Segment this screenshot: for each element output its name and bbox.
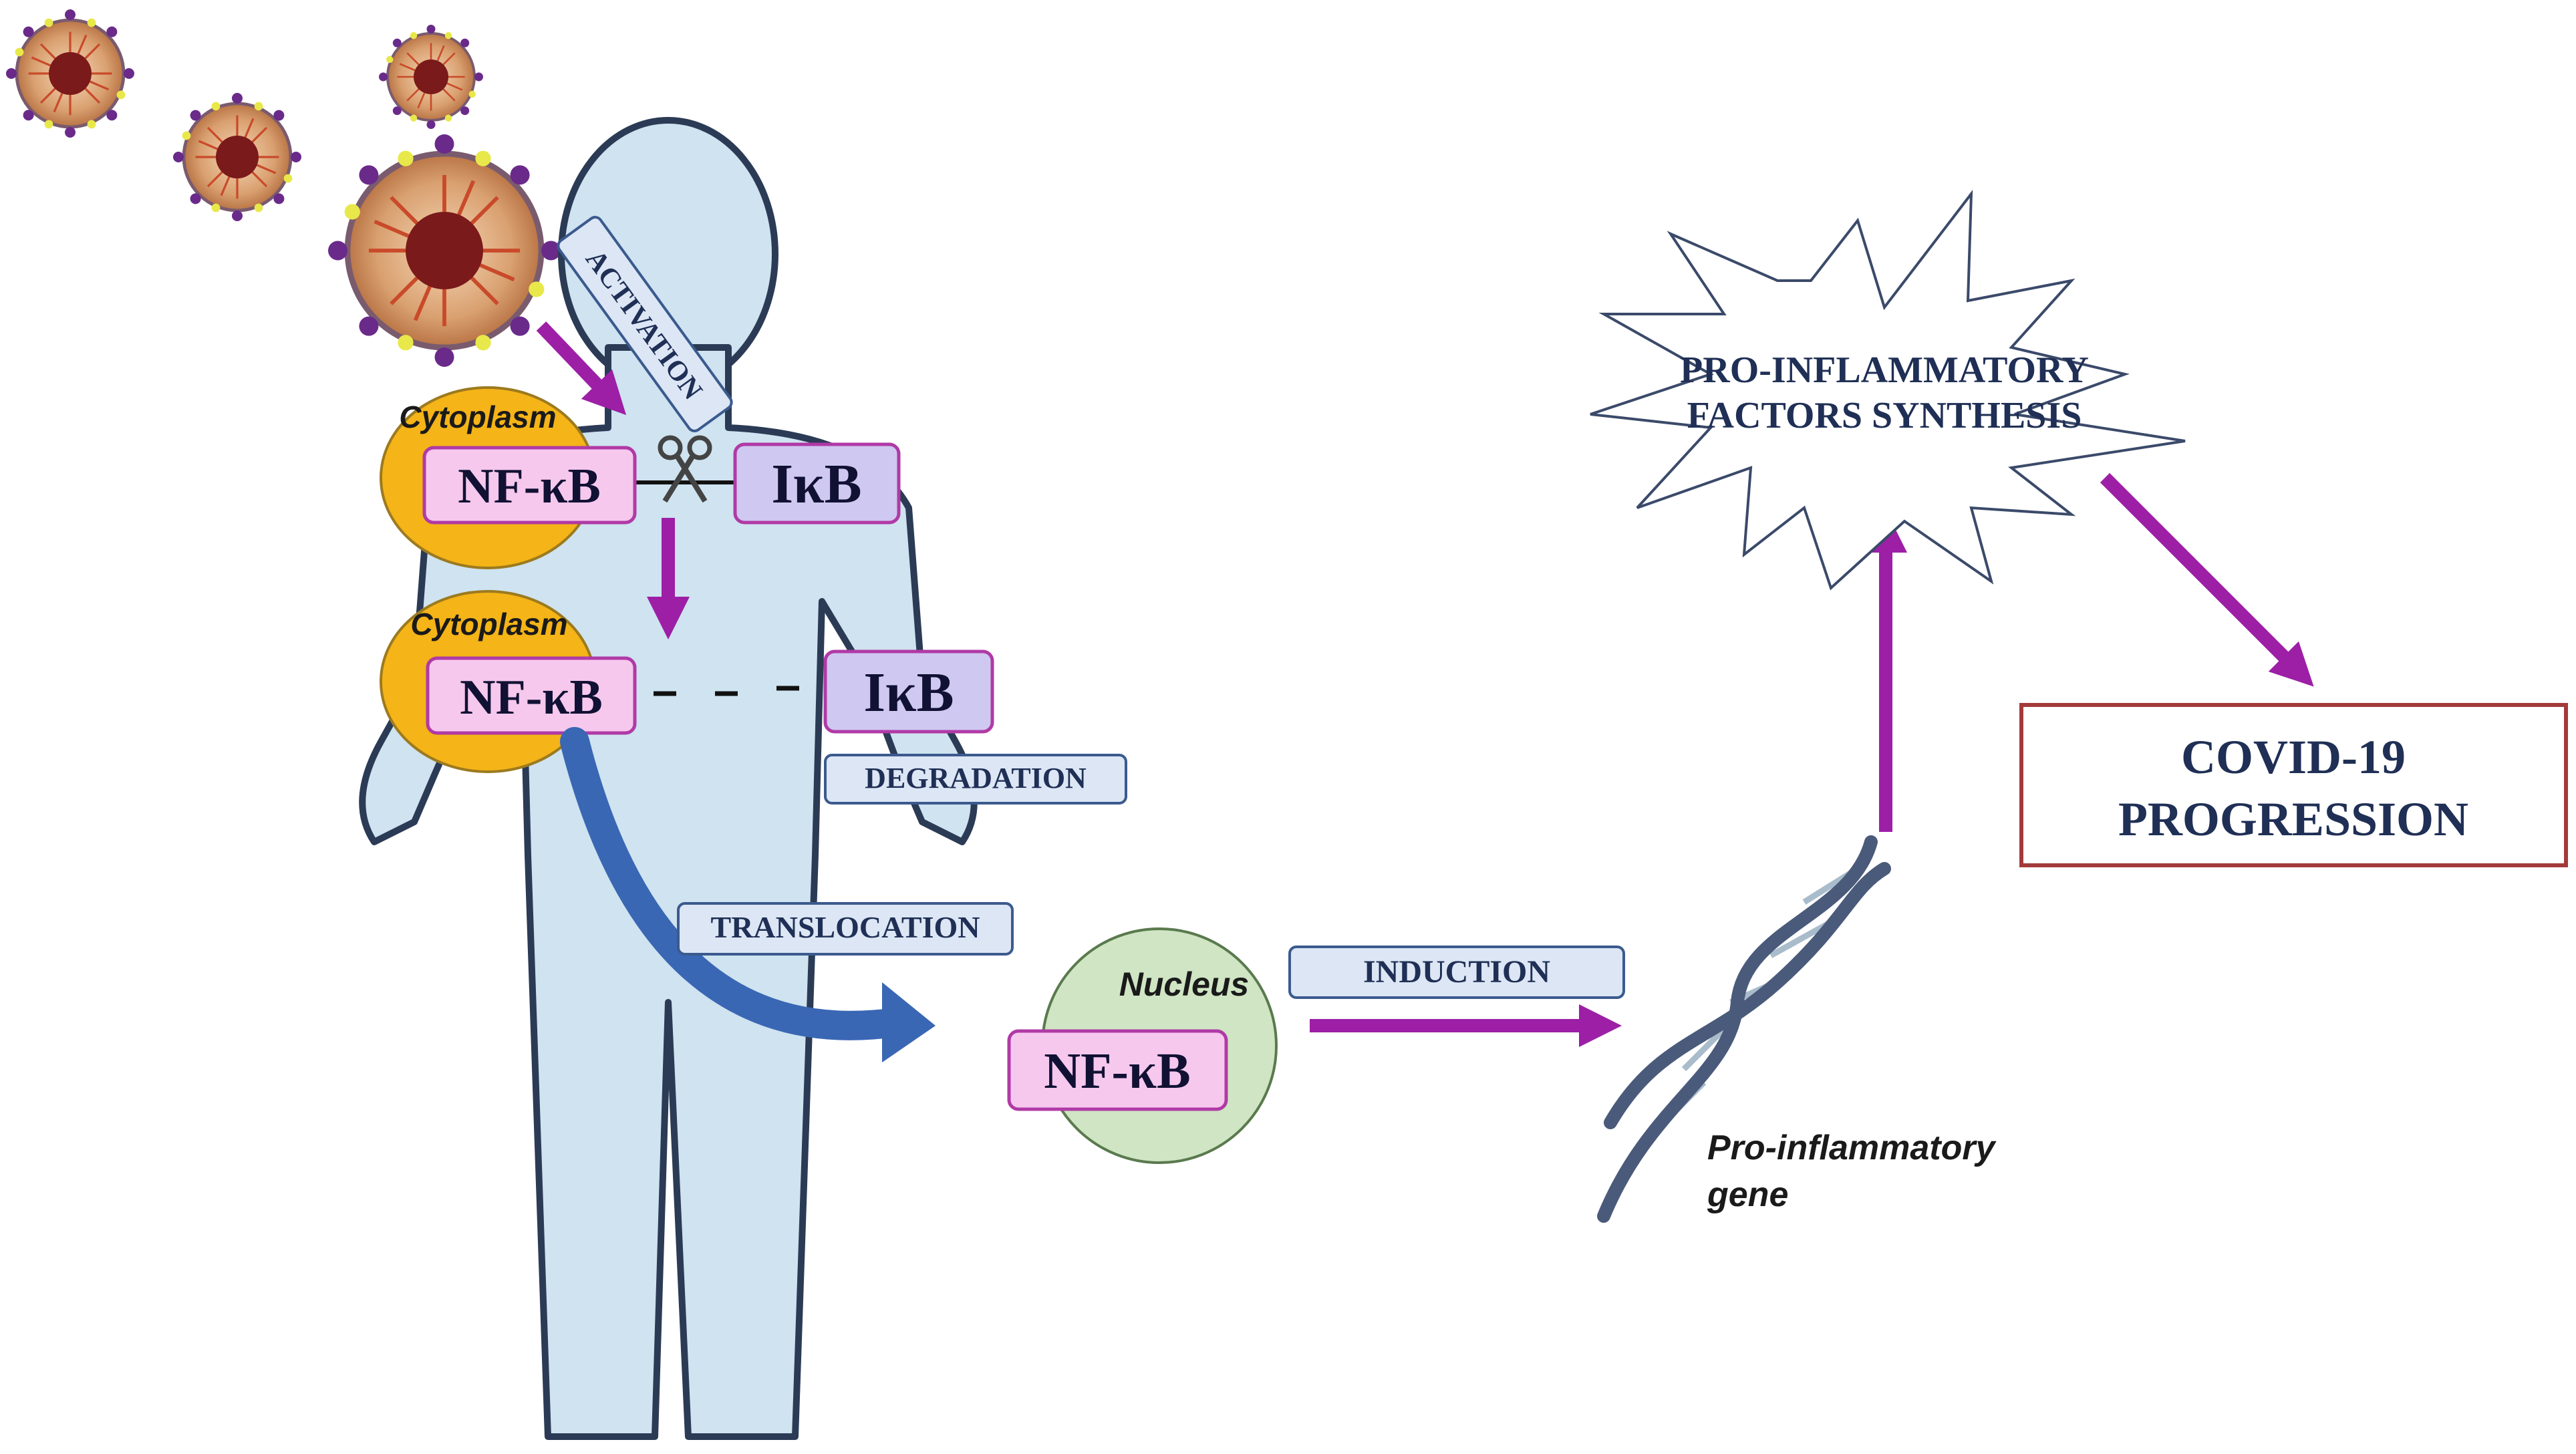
scissors-icon [658, 435, 712, 503]
outcome-label-line1: COVID-19 [2181, 730, 2406, 784]
nfkb-label-top: NF-κB [458, 459, 601, 514]
activation-arrow [536, 321, 627, 416]
virus-icon [6, 9, 134, 138]
outcome-label-line2: PROGRESSION [2118, 792, 2468, 846]
degradation-tag [824, 754, 1127, 805]
cytoplasm-label-mid: Cytoplasm [410, 607, 567, 641]
induction-tag [1288, 946, 1625, 999]
nfkb-label-mid: NF-κB [460, 670, 603, 725]
degradation-label: DEGRADATION [865, 762, 1087, 794]
induction-label: INDUCTION [1363, 954, 1550, 990]
virus-icon [173, 93, 301, 221]
nucleus-label: Nucleus [1119, 966, 1250, 1003]
outcome-box [2019, 703, 2568, 867]
synthesis-label-line1: PRO-INFLAMMATORY [1680, 349, 2089, 391]
broken-bond-dashes [654, 686, 799, 696]
cytoplasm-label-top: Cytoplasm [399, 400, 556, 434]
nfkb-box-mid [426, 656, 637, 735]
ikb-box-mid [823, 649, 994, 734]
dna-helix-icon [1597, 835, 1891, 1223]
gene-label-line1: Pro-inflammatory [1707, 1129, 1997, 1167]
progression-arrow [2100, 472, 2314, 687]
gene-label-line2: gene [1707, 1175, 1788, 1214]
virus-icon [378, 23, 484, 130]
ikb-label-mid: IκB [863, 662, 954, 724]
synthesis-label-line2: FACTORS SYNTHESIS [1687, 395, 2082, 436]
nfkb-box-nucleus [1007, 1029, 1228, 1111]
nfkb-label-nucleus: NF-κB [1044, 1043, 1191, 1099]
nfkb-box-top [422, 446, 637, 525]
virus-icon [328, 134, 561, 367]
translocation-tag [677, 902, 1014, 956]
translocation-arrow [560, 727, 936, 1062]
ikb-box-top [733, 442, 901, 525]
translocation-label: TRANSLOCATION [711, 910, 980, 944]
ikb-label-top: IκB [771, 453, 861, 515]
starburst-shape [1590, 189, 2186, 591]
